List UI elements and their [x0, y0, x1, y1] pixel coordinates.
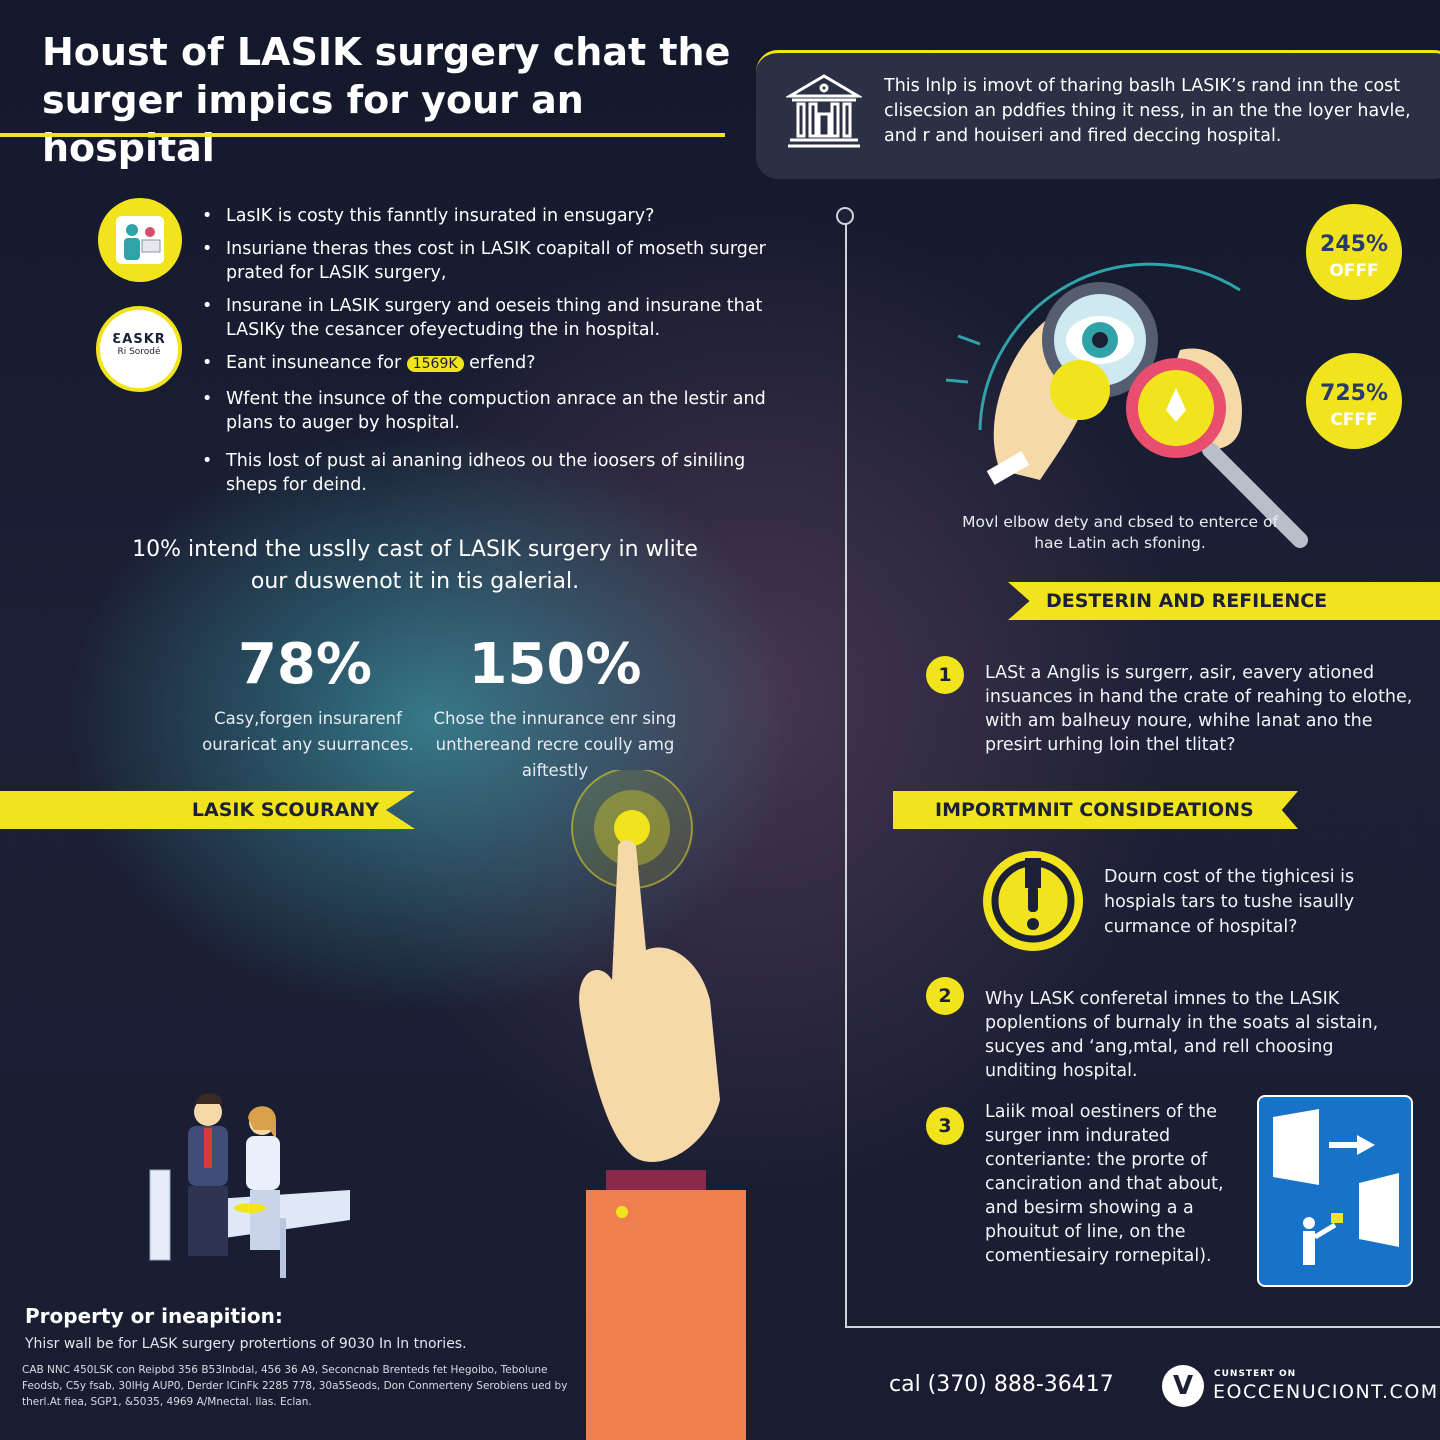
- alert-text: Dourn cost of the tighicesi is hospials …: [1104, 867, 1355, 937]
- step-number: 3: [926, 1107, 964, 1145]
- lasik-badge-subtitle: Ri Sorodé: [117, 347, 161, 357]
- stat-value: 150%: [468, 632, 642, 697]
- bullet-text: erfend?: [469, 353, 536, 373]
- bullet-text: Insurane in LASIK surgery and oeseis thi…: [226, 296, 763, 340]
- title-underline: [0, 133, 725, 137]
- badge-value: 725%: [1320, 381, 1388, 406]
- eye-magnifier-illustration: [945, 262, 1308, 548]
- step-text: Why LASK conferetal imnes to the LASIK p…: [985, 989, 1379, 1081]
- bullet-item: LasIK is costy this fanntly insurated in…: [200, 204, 800, 228]
- highlight-pill: 1569K: [406, 356, 464, 372]
- page-title: Houst of LASIK surgery chat the surger i…: [42, 30, 731, 170]
- bullet-item: Eant insuneance for 1569K erfend?: [200, 351, 800, 376]
- footer-subtitle: Yhisr wall be for LASK surgery protertio…: [25, 1336, 467, 1352]
- step-number: 1: [926, 656, 964, 694]
- door-arrow-icon: [1273, 1109, 1399, 1265]
- step-number: 2: [926, 977, 964, 1015]
- bullet-item: Insurane in LASIK surgery and oeseis thi…: [200, 294, 800, 342]
- stat-value: 78%: [237, 632, 373, 697]
- discount-badge: 245% OFFF: [1306, 204, 1402, 300]
- hospital-icon: [786, 74, 862, 148]
- badge-label: OFFF: [1329, 261, 1379, 281]
- doors-illustration-panel: [1257, 1095, 1413, 1287]
- lasik-badge: ƐASKR Ri Sorodé: [96, 306, 182, 392]
- brand-website[interactable]: EOCCENUCIONT.COM: [1213, 1381, 1439, 1403]
- bottom-divider: [845, 1326, 1440, 1328]
- step-text: Laiik moal oestiners of the surger inm i…: [985, 1102, 1224, 1266]
- lasik-badge-title: ƐASKR: [112, 332, 166, 347]
- stat-caption: Casy,forgen insurarenf ouraricat any suu…: [202, 709, 414, 754]
- contact-phone[interactable]: cal (370) 888-36417: [889, 1372, 1114, 1397]
- bullet-item: Wfent the insunce of the compuction anra…: [200, 387, 800, 435]
- ribbon-lasik-scourany: LASIK SCOURANY: [0, 791, 415, 829]
- bullet-text: LasIK is costy this fanntly insurated in…: [226, 206, 655, 226]
- pointing-hand-illustration: [571, 770, 746, 1440]
- bullet-list: LasIK is costy this fanntly insurated in…: [200, 204, 800, 497]
- ribbon-label: LASIK SCOURANY: [191, 799, 379, 821]
- bullet-text: Insuriane theras thes cost in LASIK coap…: [226, 239, 766, 283]
- people-icon: [98, 198, 182, 282]
- ribbon-important: IMPORTMNIT CONSIDEATIONS: [893, 791, 1298, 829]
- ribbon-label: DESTERIN AND REFILENCE: [1046, 590, 1328, 612]
- brand-tagline: CUNSTERT ON: [1214, 1369, 1297, 1379]
- bullet-text-prefix: Eant insuneance for: [226, 353, 402, 373]
- bullet-item: Insuriane theras thes cost in LASIK coap…: [200, 237, 800, 285]
- eye-caption: Movl elbow dety and cbsed to enterce of …: [962, 513, 1278, 552]
- ribbon-label: IMPORTMNIT CONSIDEATIONS: [935, 799, 1254, 821]
- divider-endpoint: [836, 207, 854, 225]
- consultation-couple-illustration: [149, 1093, 350, 1278]
- bullet-text: Wfent the insunce of the compuction anra…: [226, 389, 766, 433]
- fine-print: CAB NNC 450LSK con Reipbd 356 B53Inbdal,…: [22, 1364, 568, 1408]
- bullet-item: This lost of pust ai ananing idheos ou t…: [200, 449, 800, 497]
- discount-badge: 725% CFFF: [1306, 353, 1402, 449]
- stat-caption: Chose the innurance enr sing unthereand …: [433, 709, 677, 780]
- badge-value: 245%: [1320, 232, 1388, 257]
- footer-title: Property or ineapition:: [25, 1304, 283, 1328]
- alert-icon: [983, 851, 1083, 951]
- intend-statement: 10% intend the usslly cast of LASIK surg…: [132, 537, 698, 594]
- intro-panel: [756, 50, 1440, 179]
- ribbon-desterin: DESTERIN AND REFILENCE: [1008, 582, 1440, 620]
- badge-label: CFFF: [1330, 410, 1378, 430]
- bullet-text: This lost of pust ai ananing idheos ou t…: [226, 451, 746, 495]
- vertical-divider: [845, 218, 847, 1328]
- brand-logo-icon: V: [1162, 1365, 1204, 1407]
- intro-text: This lnlp is imovt of tharing baslh LASI…: [884, 76, 1411, 146]
- step-text: LASt a Anglis is surgerr, asir, eavery a…: [985, 663, 1413, 755]
